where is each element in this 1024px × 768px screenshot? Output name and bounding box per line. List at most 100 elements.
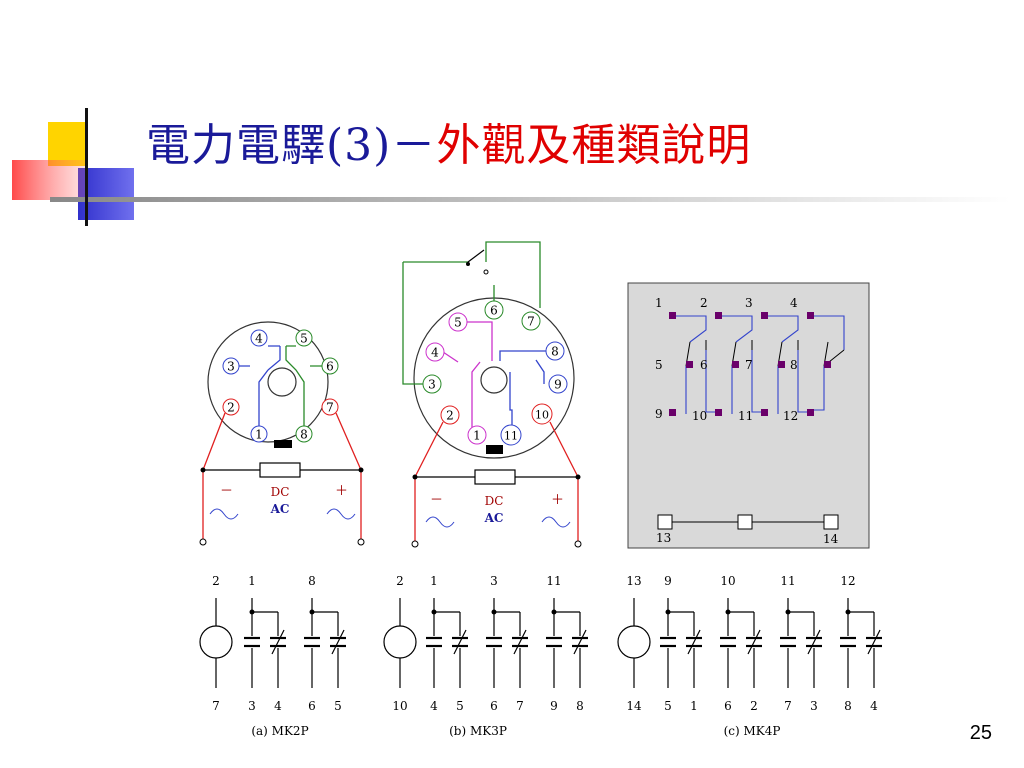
svg-text:7: 7 [326,401,334,415]
svg-text:1: 1 [473,429,481,443]
schematic-terminal-label: 2 [212,574,220,588]
mk3p-coil-resistor [474,469,516,485]
mk3p-pin: 1 [467,425,487,445]
socket-mk3p-key [486,445,503,454]
mk4p-label: 9 [655,407,663,421]
mk3p-pin: 6 [484,300,504,320]
socket-mk2p-key [274,440,292,448]
schematic-caption: (b) MK3P [449,724,507,738]
mk4p-label: 12 [783,409,798,423]
schematic-terminal-label: 12 [840,574,855,588]
mk4p-label: 14 [823,532,839,546]
schematic-terminal-label: 7 [516,699,524,713]
svg-text:4: 4 [431,346,439,360]
mk2p-pin: 5 [295,329,313,347]
deco-yellow-square [48,122,88,166]
socket-mk2p-center [267,367,297,397]
mk3p-pin: 4 [425,342,445,362]
svg-text:5: 5 [300,332,308,346]
page-number: 25 [969,722,992,744]
schematic-terminal-label: 8 [576,699,584,713]
panel-mk4p: 1 2 3 4 5 6 7 8 9 10 11 12 13 14 [627,282,870,549]
schematic-terminal-label: 5 [664,699,672,713]
svg-text:5: 5 [454,316,462,330]
mk2p-pin: 4 [250,329,268,347]
mk2p-pin: 8 [295,425,313,443]
contact-pair: 11 9 8 [546,574,588,713]
svg-text:6: 6 [326,360,334,374]
mk2p-pin: 3 [222,357,240,375]
schematic-caption: (c) MK4P [724,724,781,738]
svg-text:3: 3 [227,360,235,374]
svg-text:＋: ＋ [551,493,564,508]
schematic-terminal-label: 4 [430,699,438,713]
schematic-terminal-label: 9 [550,699,558,713]
mk4p-panel-bg [627,282,870,549]
svg-text:－: － [430,493,443,508]
svg-text:8: 8 [551,345,559,359]
schematic-terminal-label: 2 [750,699,758,713]
socket-mk2p: 4 5 3 6 2 7 1 8 － ＋ DC AC [199,321,365,546]
slide-decoration [12,108,1010,226]
schematic-terminal-label: 10 [720,574,735,588]
schematic-terminal-label: 11 [546,574,561,588]
mk4p-label: 6 [700,358,708,372]
mk3p-pin: 7 [521,311,541,331]
mk4p-label: 3 [745,296,753,310]
mk3p-pin: 9 [548,374,568,394]
schematic-terminal-label: 5 [456,699,464,713]
mk3p-pin: 5 [448,312,468,332]
svg-text:2: 2 [227,401,235,415]
slide-title: 電力電驛(3)－外觀及種類說明 [146,114,751,178]
schematic-terminal-label: 1 [248,574,256,588]
mk3p-pin: 2 [440,405,460,425]
mk3p-wire-blue [499,350,548,426]
svg-text:8: 8 [300,428,308,442]
contact-pair: 10 6 2 [720,574,762,713]
mk2p-pin: 1 [250,425,268,443]
mk3p-pin: 8 [545,341,565,361]
schematic-terminal-label: 14 [626,699,642,713]
schematic-terminal-label: 4 [870,699,878,713]
schematic-terminal-label: 4 [274,699,282,713]
mk4p-label: 1 [655,296,663,310]
contact-pair: 12 8 4 [840,574,882,713]
schematic-terminal-label: 6 [724,699,732,713]
schematic-terminal-label: 3 [490,574,498,588]
mk4p-label: 11 [738,409,753,423]
schematic-terminal-label: 2 [396,574,404,588]
schematic-terminal-label: 8 [844,699,852,713]
mk3p-pin: 10 [531,403,553,425]
svg-text:6: 6 [490,304,498,318]
schematic-terminal-label: 1 [690,699,698,713]
mk2p-wire-green [285,345,322,426]
mk2p-wire-blue [239,345,281,426]
mk4p-label: 13 [656,531,671,545]
mk3p-pin: 11 [500,424,522,446]
mk3p-wire-magenta [442,321,493,430]
title-part2: 外觀及種類說明 [436,120,752,171]
mk4p-label: 10 [692,409,707,423]
mk2p-coil-resistor [259,462,301,478]
mk4p-label: 4 [790,296,798,310]
schematic-terminal-label: 7 [784,699,792,713]
schematic-terminal-label: 5 [334,699,342,713]
schematic-terminal-label: 9 [664,574,672,588]
socket-mk3p: 6 5 7 4 8 3 9 2 10 1 11 － ＋ DC AC [402,241,582,548]
svg-text:1: 1 [255,428,263,442]
svg-text:3: 3 [428,378,436,392]
schematic-caption: (a) MK2P [251,724,308,738]
svg-text:－: － [220,484,233,499]
coil-symbol [617,625,651,659]
socket-mk3p-center [480,366,508,394]
svg-text:DC: DC [271,485,290,499]
svg-text:DC: DC [485,494,504,508]
contact-pair: 9 5 1 [660,574,702,713]
schematic-terminal-label: 1 [430,574,438,588]
